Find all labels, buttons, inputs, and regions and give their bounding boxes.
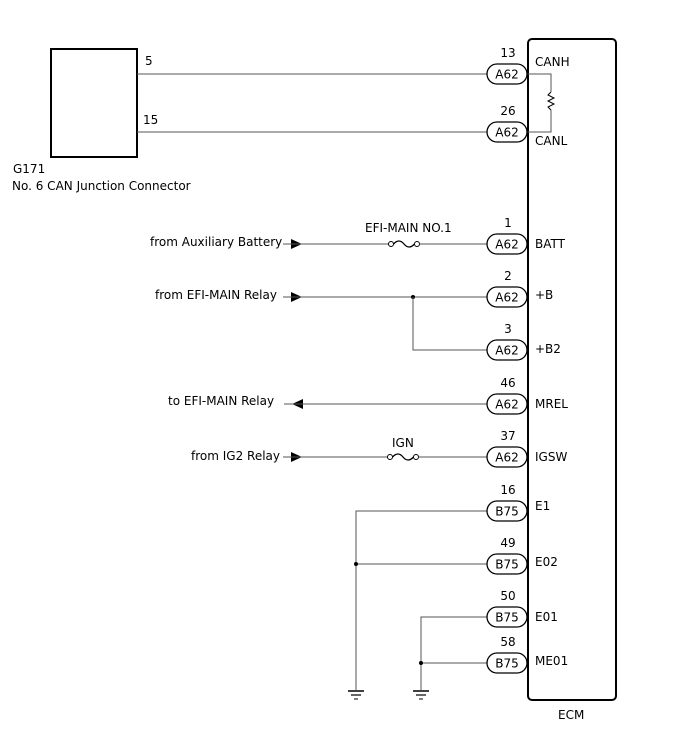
terminal-label: MREL xyxy=(535,397,568,411)
pin-number: 2 xyxy=(504,269,512,283)
batt-line xyxy=(283,239,488,249)
pin-number: 3 xyxy=(504,322,512,336)
terminal-label: +B2 xyxy=(535,342,561,356)
fuse-icon xyxy=(387,453,419,461)
fuse-icon xyxy=(388,240,420,248)
pin-number: 16 xyxy=(500,483,515,497)
terminal-label: E01 xyxy=(535,610,558,624)
junction-name: No. 6 CAN Junction Connector xyxy=(12,179,191,193)
pin-number: 26 xyxy=(500,104,515,118)
pin-number: 1 xyxy=(504,216,512,230)
junction-dot xyxy=(354,562,358,566)
connector-label: B75 xyxy=(495,558,519,572)
mrel-line xyxy=(284,399,488,409)
connector-pill xyxy=(486,553,528,575)
terminal-label: CANH xyxy=(535,55,570,69)
source-efi-main-relay-out: to EFI-MAIN Relay xyxy=(168,394,274,408)
connector-label: A62 xyxy=(495,238,518,252)
pin-number: 46 xyxy=(500,376,515,390)
junction-connector-box xyxy=(50,48,138,158)
connector-label: A62 xyxy=(495,451,518,465)
connector-pill xyxy=(486,63,528,85)
ground-icon xyxy=(413,690,429,700)
terminal-label: ME01 xyxy=(535,654,568,668)
source-aux-battery: from Auxiliary Battery xyxy=(150,235,282,249)
connector-label: A62 xyxy=(495,344,518,358)
connector-pill xyxy=(486,393,528,415)
pin-number: 58 xyxy=(500,635,515,649)
connector-group: A6213CANHA6226CANLA621BATTA622+BA623+B2A… xyxy=(486,46,570,674)
pin-number: 50 xyxy=(500,589,515,603)
terminal-label: E1 xyxy=(535,499,550,513)
terminal-label: BATT xyxy=(535,237,566,251)
connector-label: B75 xyxy=(495,611,519,625)
connector-label: B75 xyxy=(495,657,519,671)
connector-pill xyxy=(486,121,528,143)
junction-pin-canl: 15 xyxy=(143,113,158,127)
fuse-efi-main-label: EFI-MAIN NO.1 xyxy=(365,221,452,235)
connector-label: B75 xyxy=(495,505,519,519)
ground-wiring-e01-me01 xyxy=(419,616,488,690)
connector-label: A62 xyxy=(495,126,518,140)
junction-code: G171 xyxy=(13,162,45,176)
connector-label: A62 xyxy=(495,398,518,412)
junction-pin-canh: 5 xyxy=(145,54,153,68)
connector-pill xyxy=(486,500,528,522)
connector-pill xyxy=(486,233,528,255)
fuse-ign-label: IGN xyxy=(392,436,414,450)
terminal-label: +B xyxy=(535,288,553,302)
terminal-label: E02 xyxy=(535,555,558,569)
b-line xyxy=(283,292,488,351)
connector-label: A62 xyxy=(495,68,518,82)
connector-pill xyxy=(486,606,528,628)
connector-pill xyxy=(486,339,528,361)
source-efi-main-relay-in: from EFI-MAIN Relay xyxy=(155,288,277,302)
terminal-label: CANL xyxy=(535,134,568,148)
connector-pill xyxy=(486,286,528,308)
pin-number: 13 xyxy=(500,46,515,60)
pin-number: 49 xyxy=(500,536,515,550)
connector-label: A62 xyxy=(495,291,518,305)
ground-icon xyxy=(348,690,364,700)
terminal-label: IGSW xyxy=(535,450,567,464)
connector-pill xyxy=(486,446,528,468)
pin-number: 37 xyxy=(500,429,515,443)
igsw-line xyxy=(283,452,488,462)
junction-dot xyxy=(419,661,423,665)
termination-resistor xyxy=(527,73,556,133)
source-ig2-relay: from IG2 Relay xyxy=(191,449,280,463)
connector-pill xyxy=(486,652,528,674)
ecm-label: ECM xyxy=(558,708,584,722)
ecm-box xyxy=(527,38,617,701)
ground-wiring-e1-e02 xyxy=(354,510,488,690)
